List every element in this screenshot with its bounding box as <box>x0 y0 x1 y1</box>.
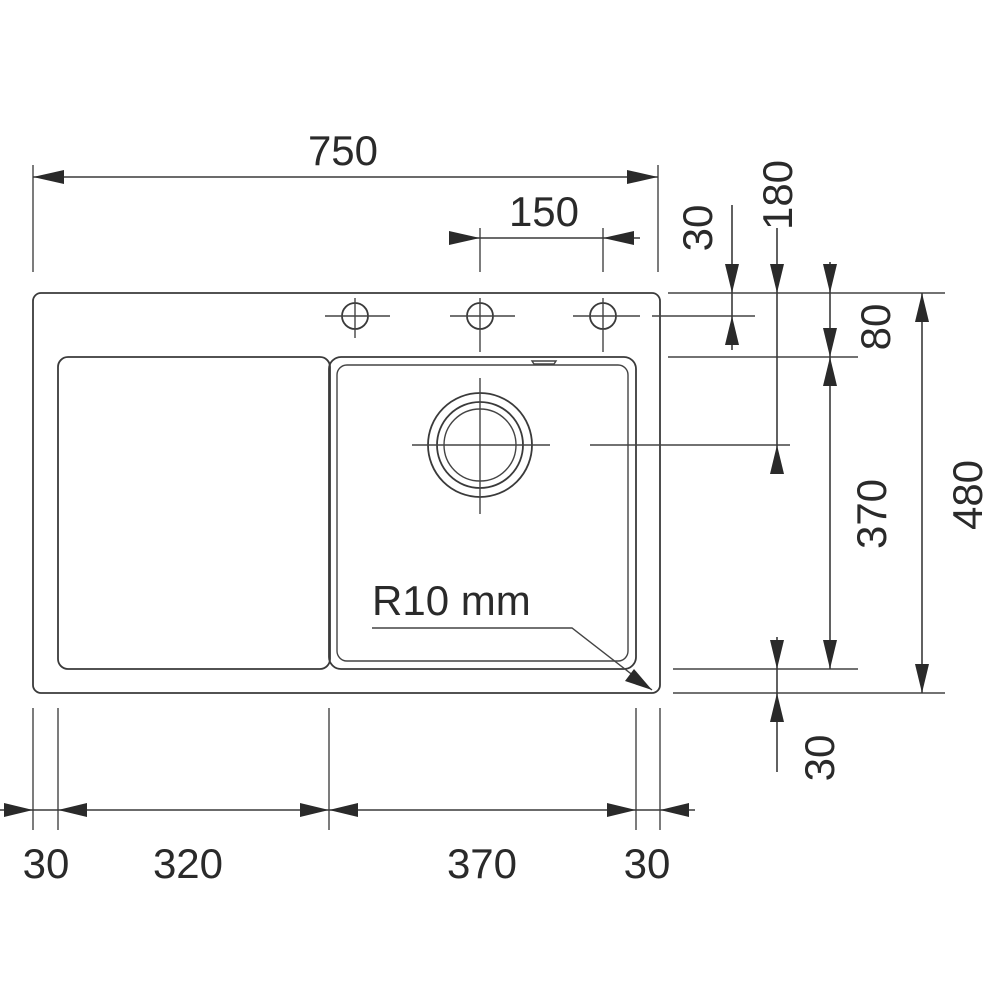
label-bowl-length: 370 <box>848 479 895 549</box>
label-overall-width: 750 <box>308 127 378 174</box>
tap-hole-center <box>450 298 515 352</box>
tap-holes <box>325 298 640 352</box>
drainer-area <box>57 356 331 670</box>
label-right-margin: 30 <box>624 840 671 887</box>
label-bowl-width: 370 <box>447 840 517 887</box>
label-waste-offset-top: 180 <box>754 160 801 230</box>
sink-outer-edge <box>32 292 661 694</box>
label-bowl-offset-top: 80 <box>852 304 899 351</box>
extension-lines <box>32 165 945 830</box>
label-drainer-width: 320 <box>153 840 223 887</box>
label-tap-hole-spacing: 150 <box>509 188 579 235</box>
tap-hole-left <box>325 298 390 338</box>
bowl-inner-edge <box>336 364 629 662</box>
sink-outline <box>32 292 661 694</box>
radius-leader <box>372 627 653 691</box>
dimension-lines <box>0 170 929 817</box>
bowl-outer-edge <box>328 356 637 670</box>
label-corner-radius: R10 mm <box>372 577 531 624</box>
label-overall-length: 480 <box>944 460 991 530</box>
waste-outlet <box>412 378 790 514</box>
label-left-margin: 30 <box>23 840 70 887</box>
dimension-labels: 750 150 30 180 80 370 480 30 30 320 370 … <box>23 127 991 887</box>
tap-hole-right <box>573 298 640 352</box>
overflow-slot <box>530 360 558 365</box>
label-tap-hole-offset-top: 30 <box>674 205 721 252</box>
label-bowl-offset-bottom: 30 <box>796 735 843 782</box>
